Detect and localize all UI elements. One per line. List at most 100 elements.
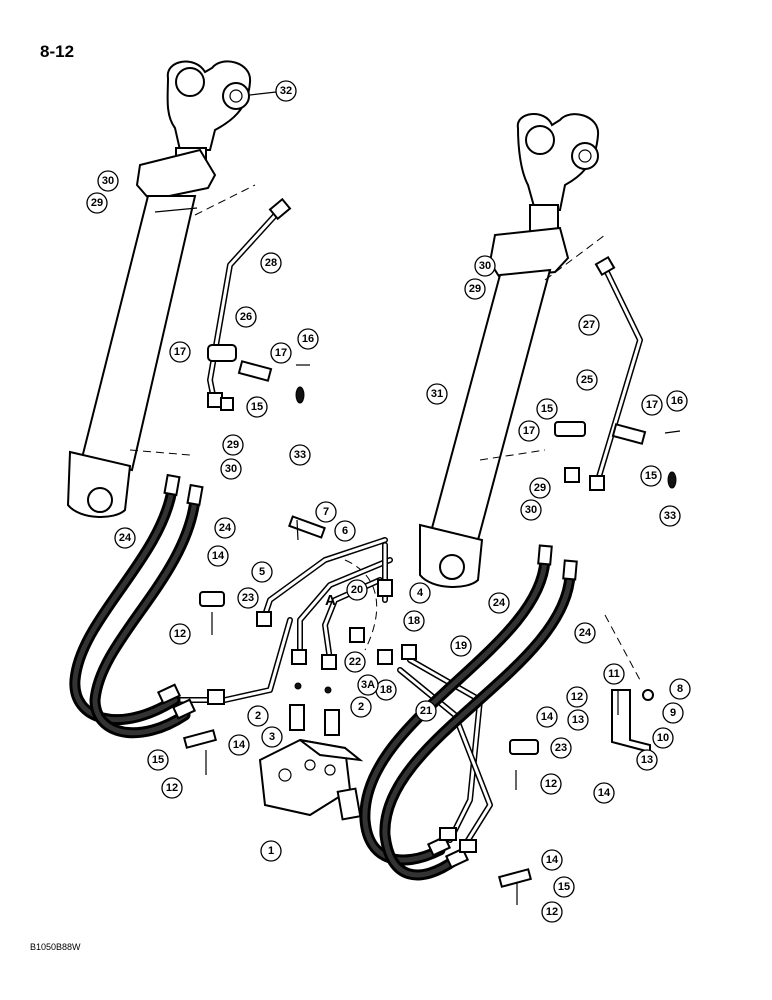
callout-23: 23 — [550, 737, 572, 759]
callout-14: 14 — [541, 849, 563, 871]
hose-fittings — [156, 473, 578, 869]
callout-14: 14 — [228, 734, 250, 756]
tube-fittings — [207, 197, 616, 853]
svg-text:27: 27 — [583, 319, 595, 331]
svg-text:4: 4 — [417, 587, 424, 599]
page-number: 8-12 — [40, 42, 75, 61]
brackets — [182, 344, 654, 888]
svg-text:20: 20 — [351, 584, 363, 596]
figure-code: B1050B88W — [30, 942, 81, 952]
callout-15: 15 — [246, 396, 268, 418]
svg-text:33: 33 — [294, 449, 306, 461]
svg-text:3: 3 — [269, 731, 275, 743]
svg-text:24: 24 — [119, 532, 132, 544]
callout-32: 32 — [275, 80, 297, 102]
svg-text:31: 31 — [431, 388, 443, 400]
callout-12: 12 — [169, 623, 191, 645]
callout-30: 30 — [520, 499, 542, 521]
callout-15: 15 — [553, 876, 575, 898]
callout-6: 6 — [334, 520, 356, 542]
svg-text:12: 12 — [545, 778, 557, 790]
callout-13: 13 — [636, 749, 658, 771]
svg-text:12: 12 — [166, 782, 178, 794]
svg-text:10: 10 — [657, 732, 669, 744]
svg-text:24: 24 — [493, 597, 506, 609]
svg-text:32: 32 — [280, 85, 292, 97]
svg-text:15: 15 — [251, 401, 263, 413]
callout-11: 11 — [603, 663, 625, 685]
callout-29: 29 — [86, 192, 108, 214]
callout-2: 2 — [350, 696, 372, 718]
callout-29: 29 — [529, 477, 551, 499]
callout-13: 13 — [567, 709, 589, 731]
svg-text:14: 14 — [598, 787, 611, 799]
svg-text:15: 15 — [541, 403, 553, 415]
callout-15: 15 — [147, 749, 169, 771]
svg-text:12: 12 — [571, 691, 583, 703]
callout-8: 8 — [669, 678, 691, 700]
svg-text:30: 30 — [102, 175, 114, 187]
callout-12: 12 — [541, 901, 563, 923]
bolts — [205, 364, 681, 905]
right-cylinder — [419, 112, 600, 588]
callout-18: 18 — [375, 679, 397, 701]
svg-text:8: 8 — [677, 683, 683, 695]
svg-text:14: 14 — [233, 739, 246, 751]
callout-26: 26 — [235, 306, 257, 328]
callout-14: 14 — [207, 545, 229, 567]
svg-text:2: 2 — [358, 701, 364, 713]
svg-text:26: 26 — [240, 311, 252, 323]
callout-4: 4 — [409, 582, 431, 604]
svg-text:5: 5 — [259, 566, 265, 578]
callout-22: 22 — [344, 651, 366, 673]
svg-text:15: 15 — [645, 470, 657, 482]
callout-29: 29 — [464, 278, 486, 300]
callouts: 32 30 29 28 26 17 17 16 15 33 29 30 24 2… — [86, 80, 691, 923]
svg-text:9: 9 — [670, 707, 676, 719]
callout-21: 21 — [415, 700, 437, 722]
svg-text:22: 22 — [349, 656, 361, 668]
svg-text:23: 23 — [242, 592, 254, 604]
callout-31: 31 — [426, 383, 448, 405]
svg-text:2: 2 — [255, 710, 261, 722]
callout-7: 7 — [315, 501, 337, 523]
svg-text:13: 13 — [641, 754, 653, 766]
callout-19: 19 — [450, 635, 472, 657]
callout-16: 16 — [297, 328, 319, 350]
callout-30: 30 — [220, 458, 242, 480]
callout-33: 33 — [289, 444, 311, 466]
callout-23: 23 — [237, 587, 259, 609]
callout-3a: 3A — [357, 674, 379, 696]
callout-2: 2 — [247, 705, 269, 727]
callout-5: 5 — [251, 561, 273, 583]
callout-24: 24 — [574, 622, 596, 644]
view-letter-a: A — [325, 592, 336, 609]
svg-text:30: 30 — [525, 504, 537, 516]
svg-text:25: 25 — [581, 374, 593, 386]
hoses — [69, 484, 576, 881]
svg-text:19: 19 — [455, 640, 467, 652]
callout-12: 12 — [566, 686, 588, 708]
svg-text:15: 15 — [558, 881, 570, 893]
svg-text:18: 18 — [408, 615, 420, 627]
callout-17: 17 — [641, 394, 663, 416]
svg-text:21: 21 — [420, 705, 432, 717]
svg-text:17: 17 — [174, 346, 186, 358]
callout-17: 17 — [270, 342, 292, 364]
callout-14: 14 — [593, 782, 615, 804]
callout-14: 14 — [536, 706, 558, 728]
svg-text:1: 1 — [268, 845, 274, 857]
svg-text:14: 14 — [541, 711, 554, 723]
svg-text:17: 17 — [275, 347, 287, 359]
svg-text:29: 29 — [469, 283, 481, 295]
callout-24: 24 — [488, 592, 510, 614]
svg-text:11: 11 — [608, 668, 620, 680]
svg-text:30: 30 — [225, 463, 237, 475]
svg-text:28: 28 — [265, 257, 277, 269]
svg-text:15: 15 — [152, 754, 164, 766]
svg-text:12: 12 — [546, 906, 558, 918]
callout-9: 9 — [662, 702, 684, 724]
callout-33: 33 — [659, 505, 681, 527]
svg-text:16: 16 — [671, 395, 683, 407]
